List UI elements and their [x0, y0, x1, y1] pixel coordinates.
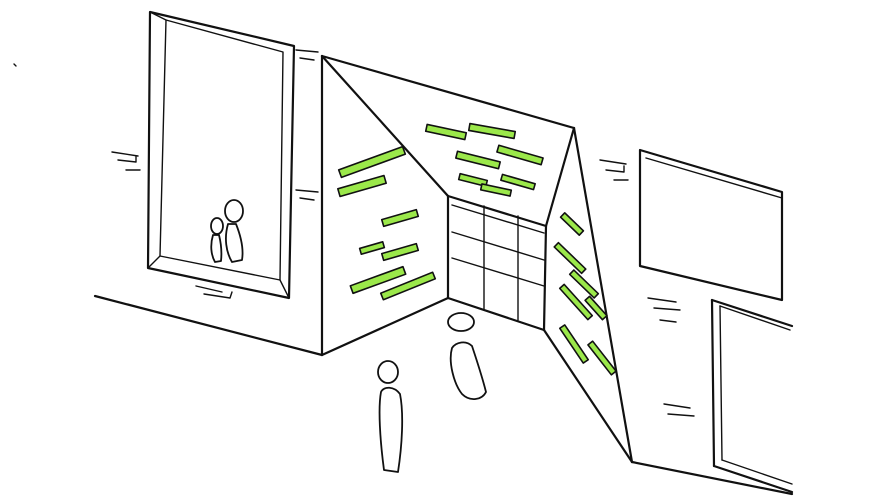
- brick-marks-left: [111, 49, 319, 299]
- green-light-slot: [558, 283, 594, 321]
- projecting-volume: [320, 54, 634, 464]
- green-light-slot: [587, 340, 617, 376]
- sketch-mark: [13, 63, 17, 67]
- right-window: [638, 148, 784, 302]
- pedestrians: [377, 312, 487, 473]
- green-light-slot: [379, 271, 437, 301]
- green-light-slot: [496, 144, 544, 166]
- green-light-slots: [337, 122, 617, 376]
- green-light-slot: [500, 173, 536, 191]
- green-light-slot: [337, 145, 407, 179]
- green-light-slot: [349, 265, 407, 295]
- green-light-slot: [559, 212, 585, 236]
- green-light-slot: [380, 208, 420, 228]
- brick-marks-right: [599, 159, 695, 417]
- green-light-slot: [380, 242, 420, 262]
- green-light-slot: [455, 150, 501, 170]
- people-in-window: [210, 199, 244, 263]
- left-window: [146, 10, 296, 300]
- green-light-slot: [479, 183, 513, 197]
- right-door: [710, 298, 794, 494]
- green-light-slot: [553, 241, 587, 275]
- green-light-slot: [568, 269, 600, 299]
- left-ground-line: [93, 294, 324, 357]
- green-light-slot: [584, 295, 608, 321]
- right-ground-line: [630, 460, 794, 496]
- green-light-slot: [467, 122, 517, 140]
- green-light-slot: [424, 123, 468, 141]
- green-light-slot: [558, 324, 590, 364]
- green-light-slot: [358, 241, 386, 255]
- green-light-slot: [457, 172, 489, 188]
- glass-curtain-wall: [451, 204, 545, 321]
- green-light-slot: [337, 174, 387, 198]
